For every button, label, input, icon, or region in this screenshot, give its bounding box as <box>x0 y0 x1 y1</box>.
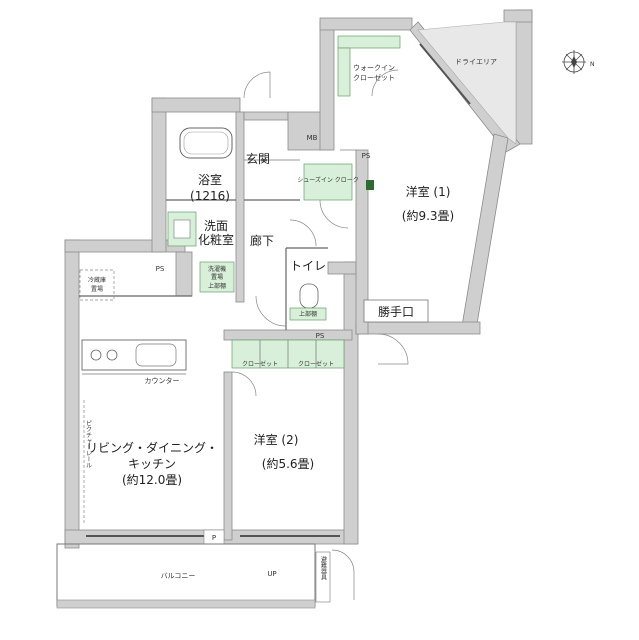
wic-door-swing <box>371 69 399 97</box>
wall-entrance-top <box>243 111 289 121</box>
wall-wic-left <box>319 21 335 151</box>
washroom-label-2: 化粧室 <box>198 232 234 247</box>
bed2-door-swing <box>231 371 257 397</box>
stove-burner-icon <box>106 349 118 361</box>
bathtub-inner <box>183 131 229 155</box>
compass-north-label: N <box>590 61 595 68</box>
closet-a-label: クローゼット <box>242 360 278 368</box>
dry-area-label: ドライエリア <box>455 58 497 66</box>
emergency-door-swing <box>331 549 355 600</box>
toilet-label: トイレ <box>290 259 326 273</box>
washroom-label-1: 洗面 <box>204 219 228 233</box>
balcony-label: バルコニー <box>161 572 196 580</box>
ps-entrance-label: PS <box>362 152 371 160</box>
washer-label-1: 洗濯機 <box>208 265 226 273</box>
washer-cabinet-label: 上部棚 <box>208 282 226 290</box>
service-door-label: 勝手口 <box>378 304 414 319</box>
picture-rail-label: ピクチャーレール <box>85 420 92 468</box>
wall-bed1-right <box>461 133 509 331</box>
wall-bed2-top <box>223 329 353 341</box>
stove-burner-icon <box>90 349 102 361</box>
ps-toilet-label: PS <box>316 332 325 340</box>
washer-space <box>199 261 235 293</box>
bathroom-label: 浴室 <box>198 172 222 187</box>
balcony-rail <box>56 599 316 609</box>
wic-label-2: クローゼット <box>353 73 395 82</box>
emergency-exit-box <box>315 551 331 603</box>
counter-label: カウンター <box>145 376 180 385</box>
shoe-closet <box>303 163 353 201</box>
toilet-cabinet-label: 上部棚 <box>299 310 317 318</box>
service-door-swing <box>377 333 409 365</box>
entrance-label: 玄関 <box>246 151 270 166</box>
front-door-swing <box>243 71 271 99</box>
toilet-shelf <box>289 307 327 321</box>
washer-label-2: 置場 <box>211 273 223 281</box>
ldk-label-2: キッチン <box>128 457 176 471</box>
shoe-closet-mark <box>366 180 374 190</box>
wic-shelf-top <box>337 35 401 49</box>
bathroom-size-label: (1216) <box>190 189 230 203</box>
mb-label: MB <box>307 134 318 142</box>
wall-wic-top <box>319 17 413 31</box>
hallway-label: 廊下 <box>250 233 274 248</box>
bedroom2-area-label: (約5.6畳) <box>262 456 314 471</box>
wic-label-1: ウォークイン <box>353 64 395 72</box>
wall-bath-top <box>151 97 241 113</box>
exterior-walls <box>64 9 533 549</box>
service-door-box <box>363 299 429 323</box>
wall-bath-entrance <box>235 111 245 303</box>
wall-ldk-bed2 <box>223 371 233 541</box>
interior-partitions <box>79 149 356 330</box>
wall-dry-top <box>503 9 533 23</box>
bedroom1-area-label: (約9.3畳) <box>402 208 454 223</box>
closet-b-label: クローゼット <box>298 360 334 368</box>
dry-area-floor <box>417 21 517 145</box>
wall-bath-left <box>151 97 167 253</box>
bedroom1-window <box>419 43 471 105</box>
kitchen-sink-icon <box>135 343 177 367</box>
wall-bed1-bottom <box>355 321 481 335</box>
wall-ldk-top <box>64 239 186 253</box>
closet-door-swing <box>319 199 349 229</box>
toilet-icon <box>299 283 319 309</box>
ldk-area-label: (約12.0畳) <box>122 472 182 487</box>
wall-bed1-left <box>355 149 369 335</box>
wall-toilet-top <box>327 261 357 275</box>
wall-kitchen-ps <box>175 251 193 297</box>
fridge-space <box>79 269 115 301</box>
fridge-label-1: 冷蔵庫 <box>88 276 106 284</box>
hall-door-swing <box>289 219 317 247</box>
ps-kitchen-label: PS <box>156 265 165 273</box>
fridge-label-2: 置場 <box>91 285 103 293</box>
bedroom2-label: 洋室 (2) <box>254 432 299 447</box>
p-mark-label: P <box>212 534 216 542</box>
up-mark-label: UP <box>267 570 276 578</box>
sink-icon <box>173 219 191 239</box>
ldk-label-1: リビング・ダイニング・ <box>86 440 218 455</box>
bathtub-icon <box>179 127 233 159</box>
emergency-exit-label: 避難器具 <box>320 555 327 581</box>
wall-left <box>64 239 80 549</box>
toilet-door-swing <box>255 295 287 327</box>
bedroom1-label: 洋室 (1) <box>406 184 451 199</box>
wall-dry-right <box>515 9 533 145</box>
compass-icon <box>562 50 586 74</box>
shoe-closet-label: シューズイン クローク <box>297 176 359 184</box>
wic-shelf-left <box>337 47 351 97</box>
